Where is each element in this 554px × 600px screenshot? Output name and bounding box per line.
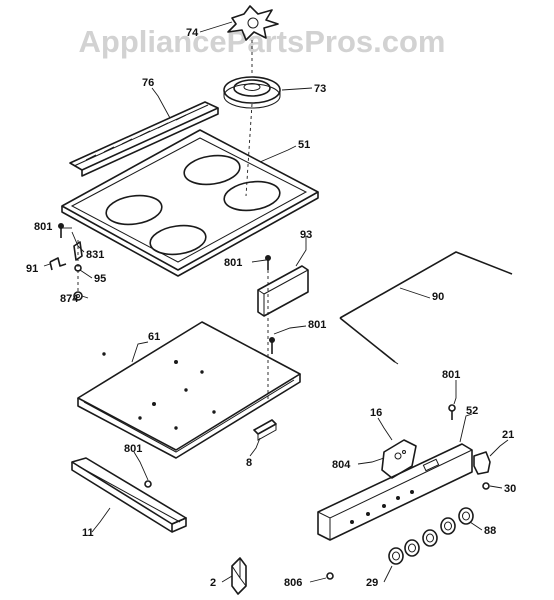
part-73-burner-base <box>223 76 281 109</box>
callout-804: 804 <box>332 459 351 471</box>
part-801-screw-a <box>58 223 64 238</box>
part-90-wire-rod <box>339 251 513 365</box>
callout-76: 76 <box>142 77 154 89</box>
part-30-nut <box>482 482 490 490</box>
callout-73: 73 <box>314 83 326 95</box>
callout-8: 8 <box>246 457 252 469</box>
callout-801-b: 801 <box>224 257 242 269</box>
callout-61: 61 <box>148 331 160 343</box>
callout-52: 52 <box>466 405 478 417</box>
part-52-control-panel <box>317 443 473 541</box>
part-61-burner-box <box>77 321 301 459</box>
callout-801-a: 801 <box>34 221 52 233</box>
callout-93: 93 <box>300 229 312 241</box>
part-74-burner-cap <box>227 5 279 41</box>
callout-11: 11 <box>82 527 94 539</box>
part-21-clip <box>473 451 491 475</box>
part-806-screw <box>326 572 334 580</box>
callout-29: 29 <box>366 577 378 589</box>
part-29-knob <box>388 547 404 565</box>
callout-16: 16 <box>370 407 382 419</box>
callout-2: 2 <box>210 577 216 589</box>
callout-95: 95 <box>94 273 106 285</box>
part-801-screw-c <box>269 337 275 354</box>
callout-51: 51 <box>298 139 310 151</box>
callout-labels: 74 73 76 51 801 831 91 95 874 801 93 90 … <box>26 27 516 589</box>
callout-74: 74 <box>186 27 199 39</box>
callout-88: 88 <box>484 525 496 537</box>
part-16-valve <box>381 439 417 479</box>
callout-874: 874 <box>60 293 79 305</box>
callout-801-d: 801 <box>124 443 142 455</box>
part-88-knobs <box>404 507 474 557</box>
callout-806: 806 <box>284 577 302 589</box>
callout-90: 90 <box>432 291 444 303</box>
part-76-trim-strip <box>69 101 219 177</box>
part-93-bracket <box>257 265 309 317</box>
callout-91: 91 <box>26 263 38 275</box>
part-8-bracket <box>253 419 277 441</box>
part-801-screw-b <box>265 255 271 270</box>
part-11-side-trim <box>71 457 187 533</box>
part-801-screw-e <box>448 404 456 420</box>
callout-801-c: 801 <box>308 319 326 331</box>
callout-801-e: 801 <box>442 369 460 381</box>
watermark-text: AppliancePartsPros.com <box>79 24 446 59</box>
part-51-cooktop <box>61 129 319 277</box>
callout-30: 30 <box>504 483 516 495</box>
part-831-clip <box>73 241 83 261</box>
callout-831: 831 <box>86 249 104 261</box>
part-2-bracket <box>231 557 247 595</box>
leader-lines <box>60 21 509 583</box>
part-91-bracket <box>43 257 67 271</box>
part-801-screw-d <box>144 480 152 488</box>
callout-21: 21 <box>502 429 514 441</box>
